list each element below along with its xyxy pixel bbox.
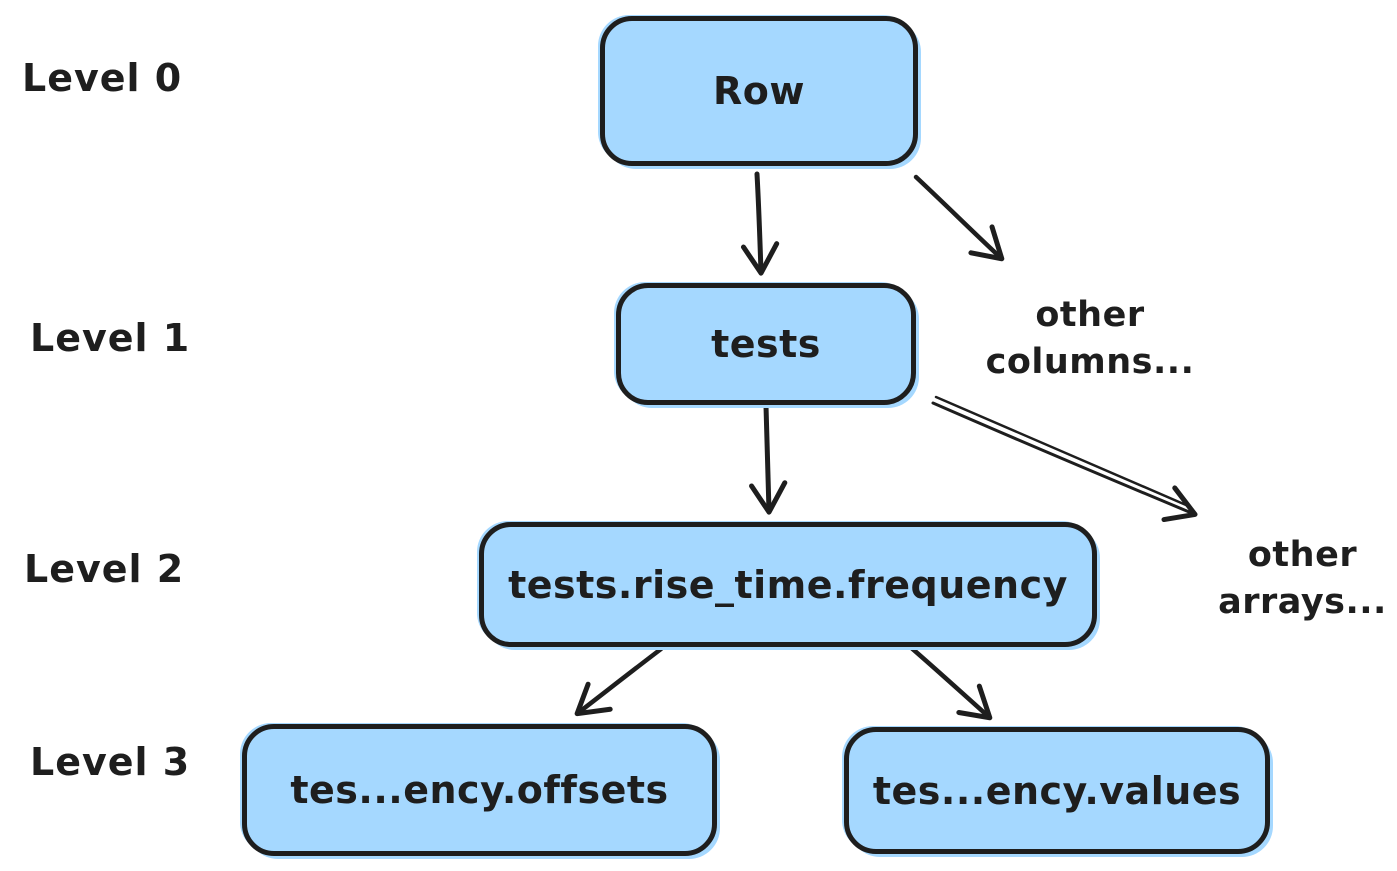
node-offsets-label: tes...ency.offsets	[290, 768, 669, 812]
arrow-frequency-to-values	[905, 642, 993, 721]
node-row-label: Row	[713, 69, 805, 113]
node-frequency: tests.rise_time.frequency	[479, 522, 1097, 647]
node-frequency-label: tests.rise_time.frequency	[508, 562, 1068, 607]
arrow-tests-to-frequency	[749, 403, 788, 515]
other-columns-line-2: columns...	[985, 342, 1195, 383]
other-columns-annotation: other columns...	[975, 292, 1205, 387]
arrow-frequency-to-offsets	[574, 646, 664, 717]
node-tests-label: tests	[711, 322, 821, 366]
arrow-row-to-other-columns	[913, 174, 1005, 262]
other-arrays-annotation: other arrays...	[1195, 532, 1397, 627]
level-0-label: Level 0	[22, 56, 183, 100]
arrow-tests-to-other-arrays	[931, 401, 1198, 523]
node-tests: tests	[616, 283, 916, 405]
node-values: tes...ency.values	[844, 727, 1270, 854]
level-3-label: Level 3	[30, 740, 191, 784]
other-arrays-line-2: arrays...	[1218, 582, 1387, 623]
level-2-label: Level 2	[24, 547, 185, 591]
node-values-label: tes...ency.values	[872, 768, 1242, 813]
arrow-row-to-tests	[740, 171, 780, 276]
level-1-label: Level 1	[30, 316, 191, 360]
node-row: Row	[600, 16, 918, 166]
other-arrays-line-1: other	[1247, 535, 1358, 575]
arrow-tests-to-other-arrays-sketch-line	[934, 395, 1188, 507]
node-offsets: tes...ency.offsets	[242, 724, 717, 856]
other-columns-line-1: other	[1035, 295, 1145, 335]
